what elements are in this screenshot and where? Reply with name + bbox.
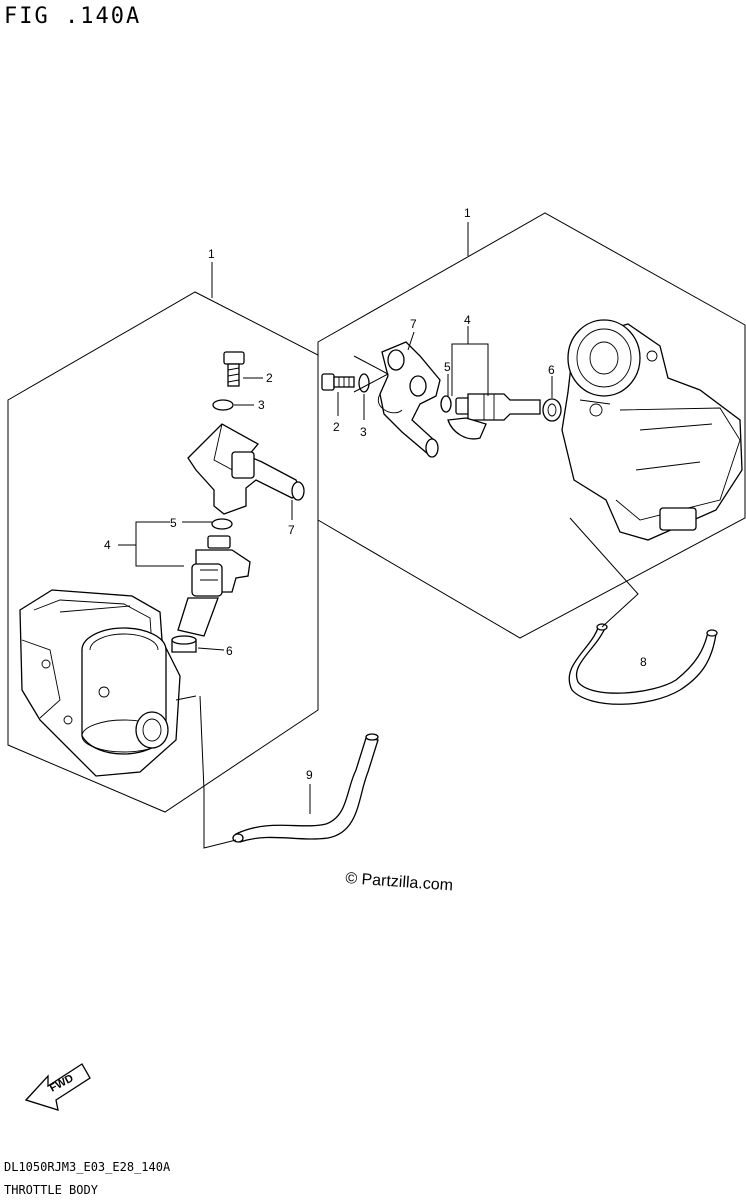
- hose-8-guide: [569, 517, 639, 628]
- callout-8: 8: [640, 655, 647, 669]
- right-cushion-6: [542, 398, 562, 422]
- left-callout-4: 4: [104, 538, 111, 552]
- right-assembly-number: 1: [464, 206, 471, 220]
- right-callout-2: 2: [333, 420, 340, 434]
- right-callout-3: 3: [360, 425, 367, 439]
- left-throttle-body: [19, 589, 197, 777]
- hose-8: [568, 623, 718, 705]
- right-oring-3: [358, 373, 370, 393]
- left-oring-3: [212, 399, 234, 411]
- left-callout-5: 5: [170, 516, 177, 530]
- right-delivery-pipe-7: [377, 341, 441, 458]
- right-leader-7: [407, 331, 415, 351]
- fwd-arrow-icon: FWD: [24, 1063, 91, 1111]
- callout-9: 9: [306, 768, 313, 782]
- right-callout-5: 5: [444, 360, 451, 374]
- left-assembly-frame: [7, 291, 319, 813]
- right-callout-6: 6: [548, 363, 555, 377]
- left-leader-6: [197, 647, 225, 651]
- right-assembly-frame: [317, 212, 746, 639]
- left-callout-2: 2: [266, 371, 273, 385]
- right-screw-2: [321, 373, 355, 391]
- right-bracket-4: [451, 343, 489, 396]
- right-bracket-7: [353, 355, 390, 393]
- left-screw-2: [223, 351, 245, 387]
- right-callout-7: 7: [410, 317, 417, 331]
- hose-9-guide: [199, 695, 237, 849]
- figure-title: FIG .140A: [4, 4, 142, 29]
- left-callout-6: 6: [226, 644, 233, 658]
- left-assembly-number: 1: [208, 247, 215, 261]
- right-oring-5: [440, 395, 452, 413]
- left-bracket-4: [135, 521, 184, 567]
- diagram-caption: THROTTLE BODY: [4, 1183, 98, 1197]
- diagram-code: DL1050RJM3_E03_E28_140A: [4, 1160, 171, 1174]
- hose-9: [232, 733, 379, 843]
- left-callout-7: 7: [288, 523, 295, 537]
- right-callout-4: 4: [464, 313, 471, 327]
- left-callout-3: 3: [258, 398, 265, 412]
- left-oring-5: [211, 518, 233, 530]
- right-injector-4: [447, 393, 541, 440]
- right-throttle-body: [561, 319, 743, 541]
- left-injector-4: [177, 535, 251, 637]
- left-delivery-pipe-7: [187, 423, 305, 515]
- left-cushion-6-top: [171, 635, 197, 645]
